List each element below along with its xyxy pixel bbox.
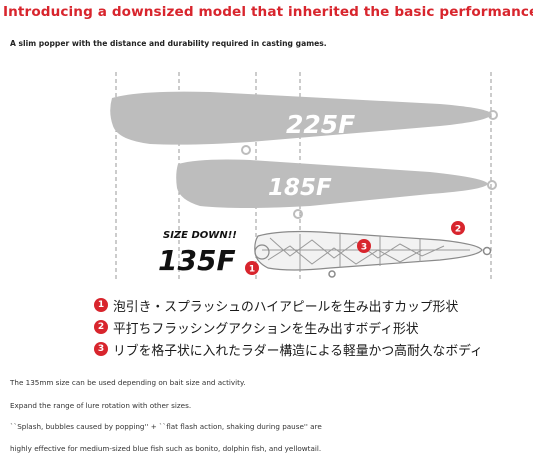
feature-number-badge: 2 — [94, 320, 108, 334]
feature-item: 1 泡引き・スプラッシュのハイアピールを生み出すカップ形状 — [94, 294, 483, 316]
size-down-caption: SIZE DOWN!! — [163, 230, 237, 241]
description-line: highly effective for medium-sized blue f… — [10, 444, 322, 453]
feature-list: 1 泡引き・スプラッシュのハイアピールを生み出すカップ形状 2 平打ちフラッシン… — [94, 294, 483, 360]
lure-135f-cup — [254, 244, 270, 260]
description-line: The 135mm size can be used depending on … — [10, 378, 246, 387]
lure-size-comparison-figure: 225F 185F SIZE DOWN!! 135F 1 2 — [110, 72, 498, 280]
headline: Introducing a downsized model that inher… — [3, 4, 533, 20]
feature-item: 2 平打ちフラッシングアクションを生み出すボディ形状 — [94, 316, 483, 338]
lure-135f-label: 135F — [158, 244, 236, 277]
marker-1-label: 1 — [249, 265, 255, 275]
feature-text: 泡引き・スプラッシュのハイアピールを生み出すカップ形状 — [113, 299, 459, 315]
marker-3-label: 3 — [361, 243, 367, 253]
feature-number-badge: 1 — [94, 298, 108, 312]
marker-2-label: 2 — [455, 225, 461, 235]
lure-225f-tail-eye — [488, 110, 498, 120]
marker-2: 2 — [451, 221, 465, 235]
feature-item: 3 リブを格子状に入れたラダー構造による軽量かつ高耐久なボディ — [94, 338, 483, 360]
subheadline: A slim popper with the distance and dura… — [10, 39, 327, 48]
feature-text: リブを格子状に入れたラダー構造による軽量かつ高耐久なボディ — [113, 343, 483, 359]
lure-135f-tail-eye — [482, 246, 492, 256]
lure-225f-front-eye — [241, 145, 251, 155]
description-line: Expand the range of lure rotation with o… — [10, 401, 192, 410]
lure-185f-label: 185F — [268, 175, 332, 201]
feature-text: 平打ちフラッシングアクションを生み出すボディ形状 — [113, 321, 419, 337]
marker-3: 3 — [357, 239, 371, 253]
feature-number-badge: 3 — [94, 342, 108, 356]
lure-135f: SIZE DOWN!! 135F 1 2 3 — [158, 221, 492, 278]
lure-225f-label: 225F — [286, 110, 355, 139]
lure-225f-body — [110, 91, 492, 145]
lure-135f-belly-eye — [328, 270, 336, 278]
lure-225f: 225F — [110, 91, 498, 155]
marker-1: 1 — [245, 261, 259, 275]
lure-185f-front-eye — [293, 209, 303, 219]
lure-185f-tail-eye — [487, 180, 497, 190]
lure-185f: 185F — [176, 159, 497, 219]
lure-185f-body — [176, 159, 488, 208]
description-line: ``Splash, bubbles caused by popping'' + … — [10, 422, 322, 431]
